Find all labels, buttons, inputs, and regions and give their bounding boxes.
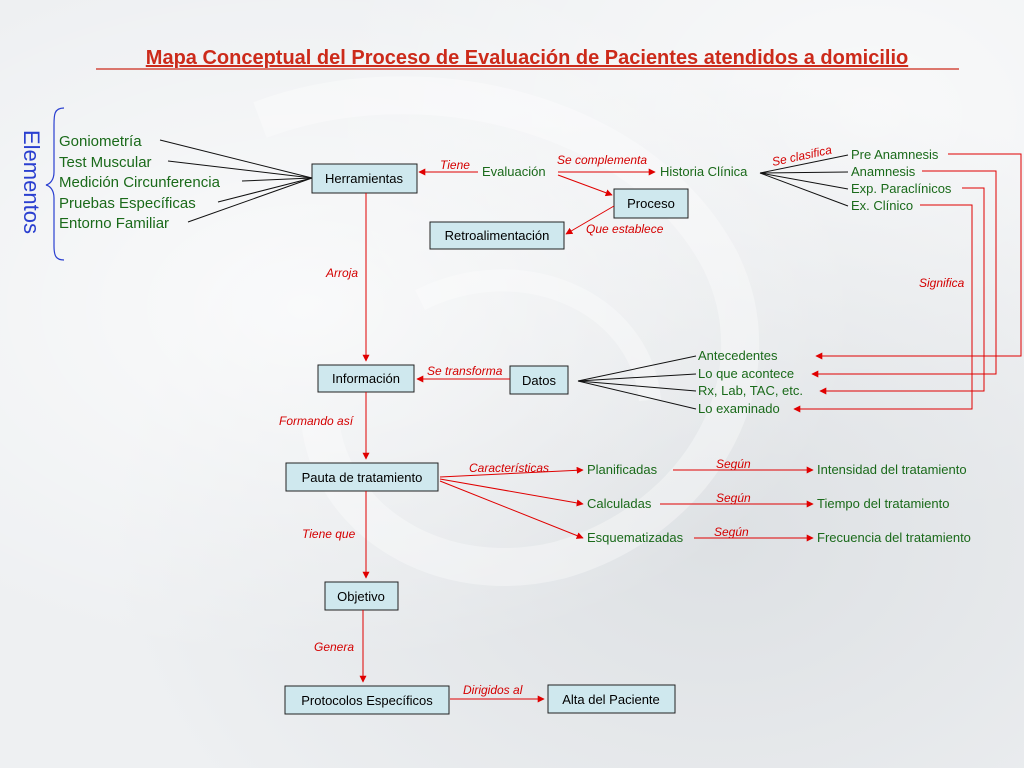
node-retroalimentacion: Retroalimentación [429, 221, 565, 250]
pauta-item: Esquematizadas [587, 530, 684, 545]
historia-item: Pre Anamnesis [851, 147, 939, 162]
label-se-clasifica: Se clasifica [771, 143, 834, 169]
label-segun: Según [714, 525, 749, 539]
elements-label: Elementos [19, 130, 44, 234]
pauta-target: Intensidad del tratamiento [817, 462, 967, 477]
label-significa: Significa [919, 276, 965, 290]
datos-item: Rx, Lab, TAC, etc. [698, 383, 803, 398]
label-segun: Según [716, 457, 751, 471]
background-watermark [253, 76, 760, 586]
svg-text:Datos: Datos [522, 373, 556, 388]
page-title: Mapa Conceptual del Proceso de Evaluació… [146, 47, 908, 69]
svg-text:Protocolos Específicos: Protocolos Específicos [301, 693, 433, 708]
datos-item: Lo examinado [698, 401, 780, 416]
label-tiene: Tiene [440, 158, 470, 172]
svg-text:Alta del Paciente: Alta del Paciente [562, 692, 660, 707]
node-proceso: Proceso [613, 188, 689, 219]
label-segun: Según [716, 491, 751, 505]
label-que-establece: Que establece [586, 222, 664, 236]
node-historia-clinica: Historia Clínica [660, 164, 748, 179]
svg-text:Proceso: Proceso [627, 196, 675, 211]
node-datos: Datos [509, 365, 569, 395]
label-arroja: Arroja [325, 266, 358, 280]
node-herramientas: Herramientas [311, 163, 418, 194]
datos-item: Lo que acontece [698, 366, 794, 381]
historia-item: Ex. Clínico [851, 198, 913, 213]
element-connectors [159, 139, 313, 223]
datos-fan [577, 355, 697, 410]
pauta-target: Frecuencia del tratamiento [817, 530, 971, 545]
historia-item: Anamnesis [851, 164, 916, 179]
elements-brace [45, 107, 65, 261]
element-item: Medición Circunferencia [59, 174, 221, 191]
node-alta: Alta del Paciente [547, 684, 676, 714]
red-connectors [359, 153, 1022, 703]
label-se-complementa: Se complementa [557, 153, 647, 167]
label-tiene-que: Tiene que [302, 527, 356, 541]
label-formando: Formando así [279, 414, 355, 428]
label-genera: Genera [314, 640, 354, 654]
node-informacion: Información [317, 364, 415, 393]
label-caracteristicas: Características [469, 461, 549, 475]
pauta-item: Calculadas [587, 496, 652, 511]
element-item: Test Muscular [59, 154, 152, 171]
svg-text:Retroalimentación: Retroalimentación [445, 228, 550, 243]
pauta-target: Tiempo del tratamiento [817, 496, 949, 511]
node-protocolos: Protocolos Específicos [284, 685, 450, 715]
svg-text:Información: Información [332, 371, 400, 386]
pauta-item: Planificadas [587, 462, 658, 477]
label-se-transforma: Se transforma [427, 364, 503, 378]
node-pauta: Pauta de tratamiento [285, 462, 439, 492]
svg-text:Herramientas: Herramientas [325, 171, 404, 186]
element-item: Pruebas Específicas [59, 195, 196, 212]
datos-item: Antecedentes [698, 348, 778, 363]
svg-text:Objetivo: Objetivo [337, 589, 385, 604]
node-evaluacion: Evaluación [482, 164, 546, 179]
node-objetivo: Objetivo [324, 581, 399, 611]
label-dirigidos: Dirigidos al [463, 683, 523, 697]
historia-fan [759, 154, 849, 207]
svg-text:Pauta de tratamiento: Pauta de tratamiento [302, 470, 423, 485]
element-item: Goniometría [59, 133, 142, 150]
element-item: Entorno Familiar [59, 215, 169, 232]
historia-item: Exp. Paraclínicos [851, 181, 952, 196]
